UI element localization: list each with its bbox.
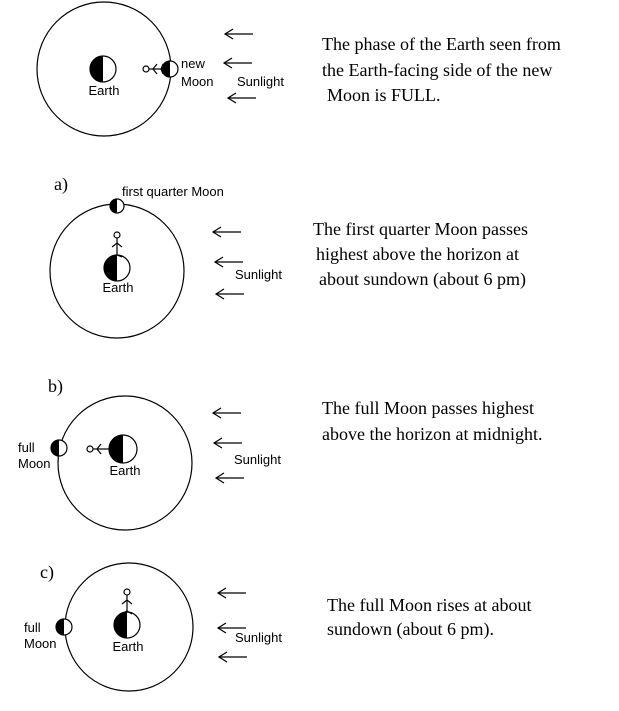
- caption-line: about sundown (about 6 pm): [319, 269, 526, 290]
- panel-c-full-rises: c) full Moon Earth Sunlight The full Moo…: [24, 562, 531, 692]
- caption-line: sundown (about 6 pm).: [327, 619, 494, 640]
- moon-label-line2: Moon: [181, 74, 214, 89]
- caption-line: The first quarter Moon passes: [313, 219, 528, 239]
- panel-a-first-quarter: a) first quarter Moon Earth Sunlight The…: [49, 174, 528, 339]
- sunlight-label: Sunlight: [235, 630, 282, 645]
- sunlight-arrow: [217, 587, 247, 599]
- panel-letter: c): [40, 562, 54, 583]
- moon-label: first quarter Moon: [122, 184, 224, 199]
- sunlight-arrow: [214, 256, 244, 268]
- sunlight-label: Sunlight: [237, 74, 284, 89]
- panel-letter: b): [48, 376, 63, 397]
- sunlight-arrow: [224, 28, 254, 40]
- observer-figure: [121, 588, 133, 615]
- panel-new-moon: Earth new Moon Sunlight The phase of the…: [36, 1, 561, 137]
- earth-label: Earth: [109, 463, 140, 478]
- observer-figure: [111, 231, 123, 258]
- panel-b-full-midnight: b) full Moon Earth Sunlight The full Moo…: [18, 376, 542, 531]
- earth: [113, 611, 141, 639]
- observer-figure: [142, 63, 164, 75]
- earth: [103, 254, 131, 282]
- caption-line: Moon is FULL.: [327, 85, 441, 105]
- moon: [50, 439, 68, 457]
- moon-label-line1: full: [18, 440, 35, 455]
- moon-label-line2: Moon: [24, 636, 57, 651]
- sunlight-label: Sunlight: [234, 452, 281, 467]
- sunlight-arrow: [213, 437, 243, 449]
- sunlight-label: Sunlight: [235, 267, 282, 282]
- moon: [55, 618, 73, 636]
- earth: [108, 434, 138, 464]
- moon-label-line1: full: [24, 620, 41, 635]
- sunlight-arrow: [212, 226, 242, 238]
- earth: [89, 55, 117, 83]
- moon-label-line1: new: [181, 56, 205, 71]
- sunlight-arrow: [218, 651, 248, 663]
- panel-letter: a): [54, 174, 68, 195]
- moon: [109, 198, 125, 214]
- sunlight-arrow: [212, 407, 242, 419]
- caption-line: above the horizon at midnight.: [322, 424, 542, 444]
- sunlight-arrow: [215, 288, 245, 300]
- moon: [161, 60, 179, 78]
- caption-line: the Earth-facing side of the new: [322, 60, 552, 80]
- sunlight-arrow: [227, 92, 257, 104]
- caption-line: The phase of the Earth seen from: [322, 34, 561, 54]
- moon-orbit: [57, 395, 193, 531]
- earth-label: Earth: [112, 639, 143, 654]
- earth-label: Earth: [102, 280, 133, 295]
- sunlight-arrow: [215, 472, 245, 484]
- earth-label: Earth: [88, 83, 119, 98]
- observer-figure: [86, 442, 112, 456]
- caption-line: highest above the horizon at: [316, 244, 519, 264]
- sunlight-arrow: [223, 57, 253, 69]
- moon-label-line2: Moon: [18, 456, 51, 471]
- caption-line: The full Moon rises at about: [327, 595, 531, 615]
- caption-line: The full Moon passes highest: [322, 398, 534, 418]
